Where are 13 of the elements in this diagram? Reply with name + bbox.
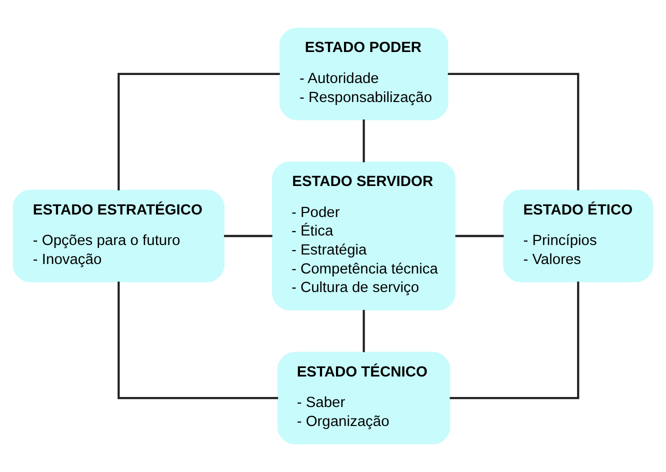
connector: [455, 234, 504, 238]
node-box: ESTADO TÉCNICO - Saber - Organização: [277, 352, 450, 444]
connector: [118, 72, 280, 190]
connector: [362, 310, 365, 352]
connector: [450, 282, 580, 400]
connector: [448, 72, 580, 190]
node-box: ESTADO ÉTICO - Princípios - Valores: [503, 190, 654, 282]
connector: [118, 282, 278, 400]
connector: [224, 234, 272, 238]
node-box: ESTADO ESTRATÉGICO - Opções para o futuro - Inovação: [12, 190, 224, 282]
node-box: ESTADO PODER - Autoridade - Responsabilização: [279, 28, 448, 120]
node-box: ESTADO SERVIDOR - Poder - Ética - Estratégia - Competência técnica - Cultura de serviço: [272, 162, 456, 310]
connector: [362, 120, 365, 162]
